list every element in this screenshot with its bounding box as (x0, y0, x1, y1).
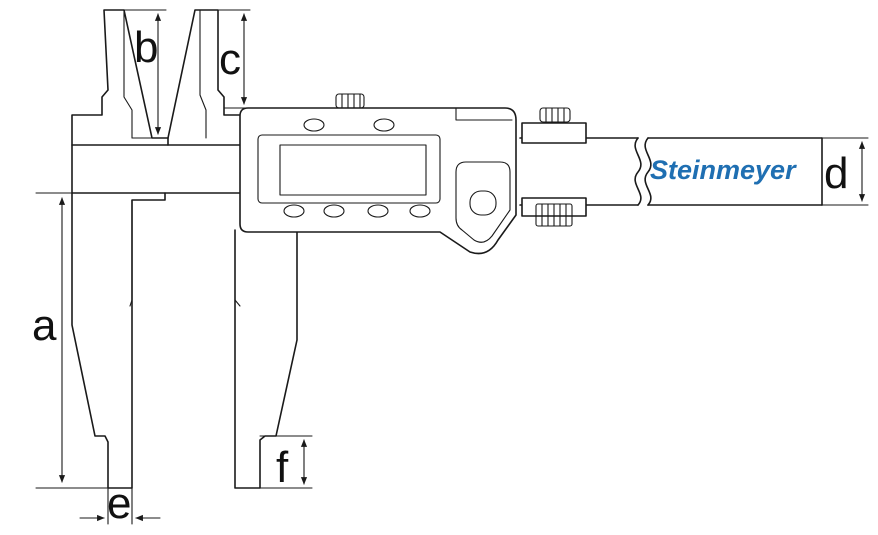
sliding-jaw (167, 9, 298, 489)
button-1 (283, 204, 305, 218)
digital-head (239, 93, 517, 255)
brand-logo: Steinmeyer (650, 155, 797, 185)
indicator-oval-left (303, 118, 325, 132)
dimension-lines (35, 9, 869, 525)
top-adjust-knob (329, 93, 371, 109)
label-b: b (134, 23, 158, 72)
label-d: d (824, 149, 848, 198)
indicator-oval-right (373, 118, 395, 132)
lcd-display-screen (279, 144, 427, 196)
button-2 (323, 204, 345, 218)
label-a: a (32, 301, 57, 350)
button-3 (367, 204, 389, 218)
button-4 (409, 204, 431, 218)
label-e: e (107, 479, 131, 528)
lcd-display-frame (257, 134, 441, 204)
fine-adjust-clamp (521, 107, 587, 227)
fixed-jaw (71, 9, 169, 489)
battery-cover-icon (469, 190, 497, 216)
label-f: f (276, 443, 289, 492)
label-c: c (219, 35, 241, 84)
